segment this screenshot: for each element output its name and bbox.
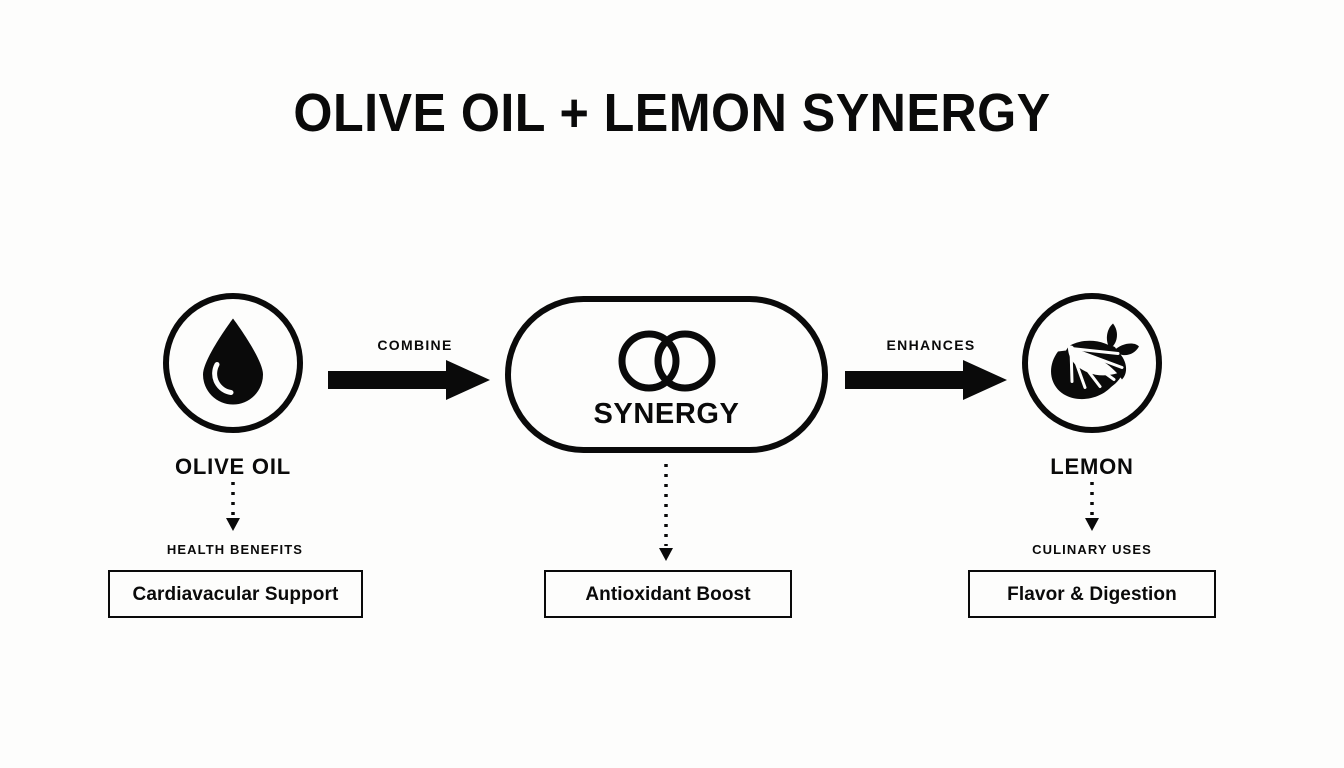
flow-arrow-left-to-center [328,358,492,407]
page-title: OLIVE OIL + LEMON SYNERGY [293,83,1051,143]
outcome-box-olive-oil: Cardiavacular Support [108,570,363,618]
arrow-label-enhances: ENHANCES [886,337,976,353]
flow-arrow-center-to-right [845,358,1009,407]
outcome-box-synergy: Antioxidant Boost [544,570,792,618]
outcome-label-olive-oil: Cardiavacular Support [132,583,339,605]
node-label-lemon: LEMON [1050,454,1134,479]
node-lemon [1022,293,1162,433]
dotted-connector-lemon [1081,480,1103,537]
outcome-box-lemon: Flavor & Digestion [968,570,1216,618]
outcome-label-lemon: Flavor & Digestion [1007,583,1177,605]
oil-droplet-icon [197,317,269,410]
node-synergy: SYNERGY [505,296,828,453]
arrow-label-combine: COMBINE [377,337,453,353]
node-label-olive-oil: OLIVE OIL [175,454,291,479]
interlocking-rings-icon [611,326,723,401]
node-olive-oil [163,293,303,433]
outcome-label-synergy: Antioxidant Boost [585,583,751,605]
dotted-connector-olive-oil [222,480,244,537]
node-label-synergy: SYNERGY [593,398,740,430]
sub-label-health-benefits: HEALTH BENEFITS [166,542,304,557]
dotted-connector-synergy [655,462,677,567]
lemon-slice-icon [1044,318,1140,409]
sub-label-culinary-uses: CULINARY USES [1032,542,1152,557]
